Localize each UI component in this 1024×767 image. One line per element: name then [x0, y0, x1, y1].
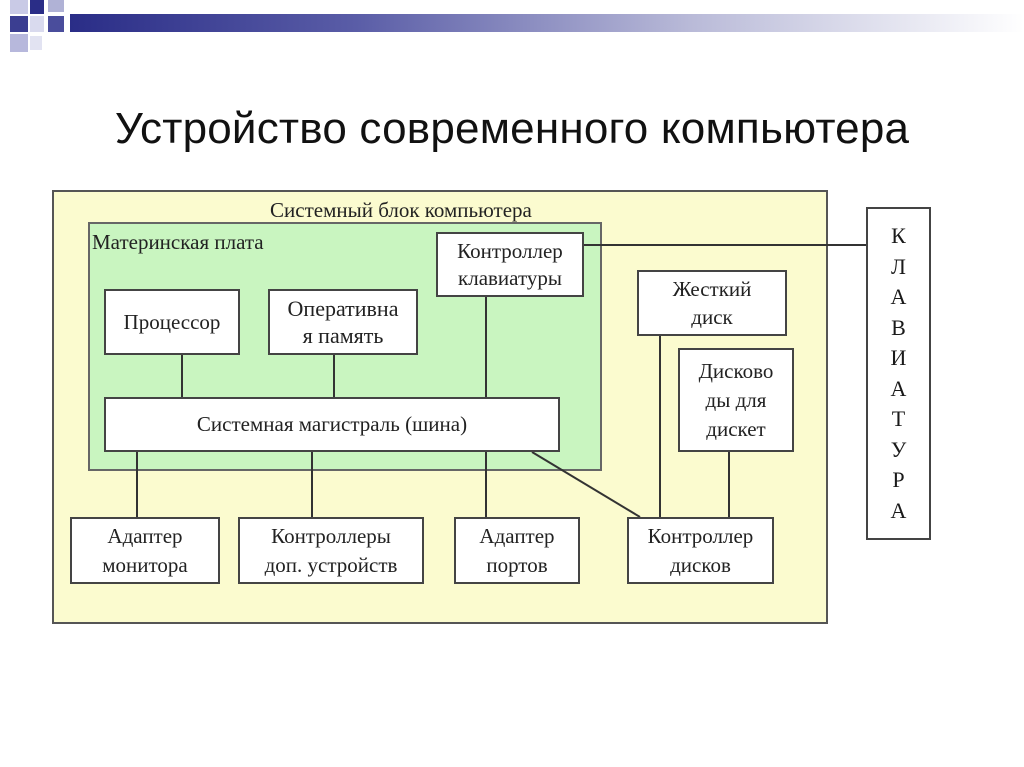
- ram-label-line-1: Оперативна: [287, 296, 399, 321]
- port-adapter-label-line-1: Адаптер: [479, 523, 555, 548]
- monitor-adapter-box: Адаптер монитора: [70, 517, 220, 584]
- keyboard-letter: Р: [892, 467, 905, 492]
- slide-header-decoration: [0, 0, 1024, 60]
- disk-controller-label-line-2: дисков: [670, 552, 731, 577]
- keyboard-letter: В: [891, 314, 906, 340]
- floppy-label-line-2: ды для: [705, 387, 767, 412]
- keyboard-letter: А: [890, 375, 907, 401]
- floppy-drives-box: Дисково ды для дискет: [678, 348, 794, 452]
- wire-bus-disk-controller: [531, 451, 641, 518]
- keyboard-letter: А: [890, 497, 907, 523]
- disk-controller-box: Контроллер дисков: [627, 517, 774, 584]
- extra-controllers-label-line-2: доп. устройств: [264, 552, 398, 577]
- ram-label-line-2: я память: [302, 323, 384, 348]
- floppy-label-line-1: Дисково: [698, 358, 774, 383]
- extra-controllers-box: Контроллеры доп. устройств: [238, 517, 424, 584]
- processor-label: Процессор: [123, 309, 221, 334]
- hard-disk-label-line-1: Жесткий: [672, 277, 752, 301]
- system-bus-label: Системная магистраль (шина): [196, 412, 468, 436]
- header-square-navy-2: [10, 16, 28, 32]
- keyboard-letter: Т: [891, 406, 906, 431]
- header-square-navy: [30, 0, 44, 14]
- keyboard-letter: У: [890, 436, 907, 462]
- keyboard-controller-box: Контроллер клавиатуры: [436, 232, 584, 297]
- system-bus-box: Системная магистраль (шина): [104, 397, 560, 452]
- header-square-light-3: [30, 36, 42, 50]
- system-unit-label: Системный блок компьютера: [270, 198, 532, 222]
- processor-box: Процессор: [104, 289, 240, 355]
- ram-box: Оперативна я память: [268, 289, 418, 355]
- disk-controller-label-line-1: Контроллер: [647, 523, 754, 548]
- monitor-adapter-label-line-2: монитора: [102, 552, 188, 577]
- floppy-label-line-3: дискет: [706, 416, 766, 441]
- header-gradient-bar: [70, 14, 1024, 32]
- keyboard-letter: И: [890, 345, 907, 370]
- hard-disk-box: Жесткий диск: [637, 270, 787, 336]
- header-square-lilac: [48, 0, 64, 12]
- port-adapter-box: Адаптер портов: [454, 517, 580, 584]
- keyboard-box: К Л А В И А Т У Р А: [866, 207, 931, 540]
- hard-disk-label-line-2: диск: [691, 305, 733, 329]
- extra-controllers-label-line-1: Контроллеры: [271, 523, 391, 548]
- monitor-adapter-label-line-1: Адаптер: [107, 523, 183, 548]
- header-square-blue: [48, 16, 64, 32]
- slide-title: Устройство современного компьютера: [114, 104, 910, 153]
- keyboard-letter: А: [890, 284, 907, 309]
- keyboard-controller-label-line-1: Контроллер: [457, 238, 563, 263]
- header-square-light-2: [30, 16, 44, 32]
- motherboard-label: Материнская плата: [92, 230, 264, 254]
- keyboard-letter: К: [891, 223, 906, 248]
- keyboard-controller-label-line-2: клавиатуры: [458, 265, 562, 290]
- keyboard-letter: Л: [891, 253, 906, 279]
- header-square-lilac-2: [10, 34, 28, 52]
- port-adapter-label-line-2: портов: [486, 552, 548, 577]
- header-square-light: [10, 0, 28, 14]
